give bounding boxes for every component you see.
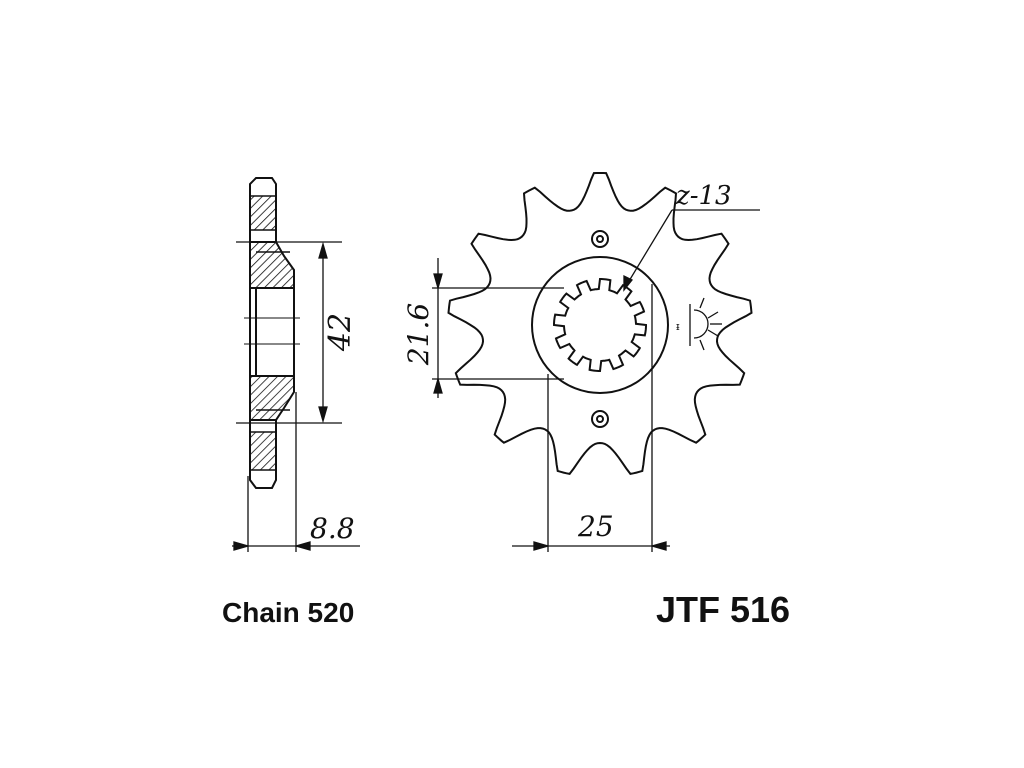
part-number: JTF 516 — [656, 589, 790, 630]
side-bore — [255, 287, 295, 377]
side-hub-lower — [249, 375, 295, 421]
hub-circle — [531, 256, 669, 394]
surface-finish-icon: ᵻ — [676, 297, 722, 351]
chain-label: Chain 520 — [222, 597, 354, 628]
dimension-21-6 — [432, 258, 564, 398]
mounting-hole-top — [591, 230, 609, 248]
dimension-21-6-label: 21.6 — [402, 303, 435, 366]
dimension-42 — [236, 241, 342, 424]
side-view — [244, 177, 300, 489]
dimension-25-label: 25 — [577, 510, 614, 543]
dimension-8-8 — [232, 392, 360, 552]
teeth-count-label: z-13 — [675, 181, 732, 211]
dimension-42-label: 42 — [323, 313, 358, 352]
front-view — [447, 172, 753, 476]
svg-text:ᵻ: ᵻ — [676, 320, 680, 333]
side-hub-upper — [249, 241, 295, 289]
dimension-8-8-label: 8.8 — [310, 512, 355, 545]
mounting-hole-bottom — [591, 410, 609, 428]
teeth-count-leader — [623, 209, 760, 292]
dimension-25 — [512, 284, 670, 552]
spline-bore — [553, 278, 647, 372]
